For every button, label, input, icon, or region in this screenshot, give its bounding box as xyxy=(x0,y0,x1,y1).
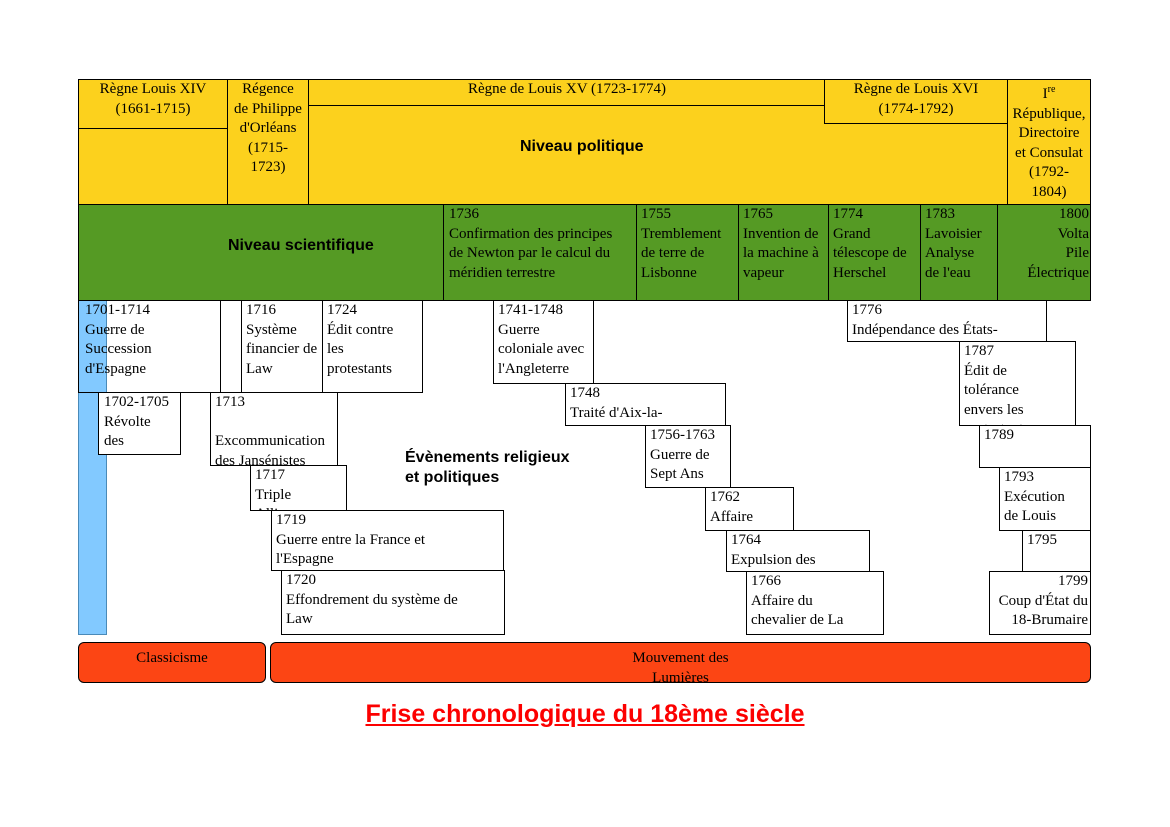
event-1776: 1776 Indépendance des États- Unis xyxy=(847,300,1047,342)
event-1795: 1795 xyxy=(1022,530,1091,572)
science-1736: 1736 Confirmation des principes de Newto… xyxy=(443,204,637,301)
republic-roman-numeral: Ire xyxy=(1042,84,1056,102)
political-level-label: Niveau politique xyxy=(520,138,644,155)
events-level-label: Évènements religieux et politiques xyxy=(405,449,570,486)
reign-louis-xiv-body xyxy=(78,128,228,205)
scientific-level-label: Niveau scientifique xyxy=(228,237,374,254)
event-1766: 1766 Affaire du chevalier de La Barre xyxy=(746,571,884,635)
first-republic: Ire République, Directoire et Consulat (… xyxy=(1007,79,1091,205)
classicisme-bar xyxy=(78,300,107,635)
event-1724: 1724 Édit contre les protestants xyxy=(322,300,423,393)
science-1783: 1783 Lavoisier Analyse de l'eau xyxy=(920,204,998,301)
reign-louis-xiv: Règne Louis XIV (1661-1715) xyxy=(78,79,228,129)
event-1799: 1799 Coup d'État du 18-Brumaire xyxy=(989,571,1091,635)
event-1716: 1716 Système financier de Law xyxy=(241,300,323,393)
event-1756-1763: 1756-1763 Guerre de Sept Ans xyxy=(645,425,731,488)
event-1741-1748: 1741-1748 Guerre coloniale avec l'Anglet… xyxy=(493,300,594,384)
science-1774: 1774 Grand télescope de Herschel xyxy=(828,204,921,301)
event-spacer xyxy=(220,300,242,393)
event-1787: 1787 Édit de tolérance envers les protes… xyxy=(959,341,1076,426)
science-1800: 1800 Volta Pile Électrique xyxy=(997,204,1091,301)
event-1701-1714: 1701-1714 Guerre de Succession d'Espagne xyxy=(78,300,221,393)
regence-philippe: Régence de Philippe d'Orléans (1715- 172… xyxy=(227,79,309,205)
science-1755: 1755 Tremblement de terre de Lisbonne xyxy=(636,204,739,301)
event-1720: 1720 Effondrement du système de Law xyxy=(281,570,505,635)
event-1719: 1719 Guerre entre la France et l'Espagne xyxy=(271,510,504,571)
event-1717: 1717 Triple Alliance xyxy=(250,465,347,511)
republic-superscript: re xyxy=(1047,84,1056,95)
science-1765: 1765 Invention de la machine à vapeur xyxy=(738,204,829,301)
event-1713: 1713 Excommunication des Jansénistes xyxy=(210,392,338,466)
republic-text: République, Directoire et Consulat (1792… xyxy=(1012,105,1086,200)
movement-classicisme: Classicisme xyxy=(78,642,266,683)
reign-louis-xvi: Règne de Louis XVI (1774-1792) xyxy=(824,79,1008,124)
page-title: Frise chronologique du 18ème siècle xyxy=(365,700,805,728)
event-1793: 1793 Exécution de Louis XVI xyxy=(999,467,1091,531)
event-1702-1705: 1702-1705 Révolte des Camisards xyxy=(98,392,181,455)
event-1762: 1762 Affaire Calas xyxy=(705,487,794,531)
event-1748: 1748 Traité d'Aix-la- Chapelle xyxy=(565,383,726,426)
event-1789: 1789 xyxy=(979,425,1091,468)
movement-lumieres: Mouvement des Lumières xyxy=(270,642,1091,683)
reign-louis-xv: Règne de Louis XV (1723-1774) xyxy=(308,79,826,106)
event-1764: 1764 Expulsion des Jésuites xyxy=(726,530,870,572)
